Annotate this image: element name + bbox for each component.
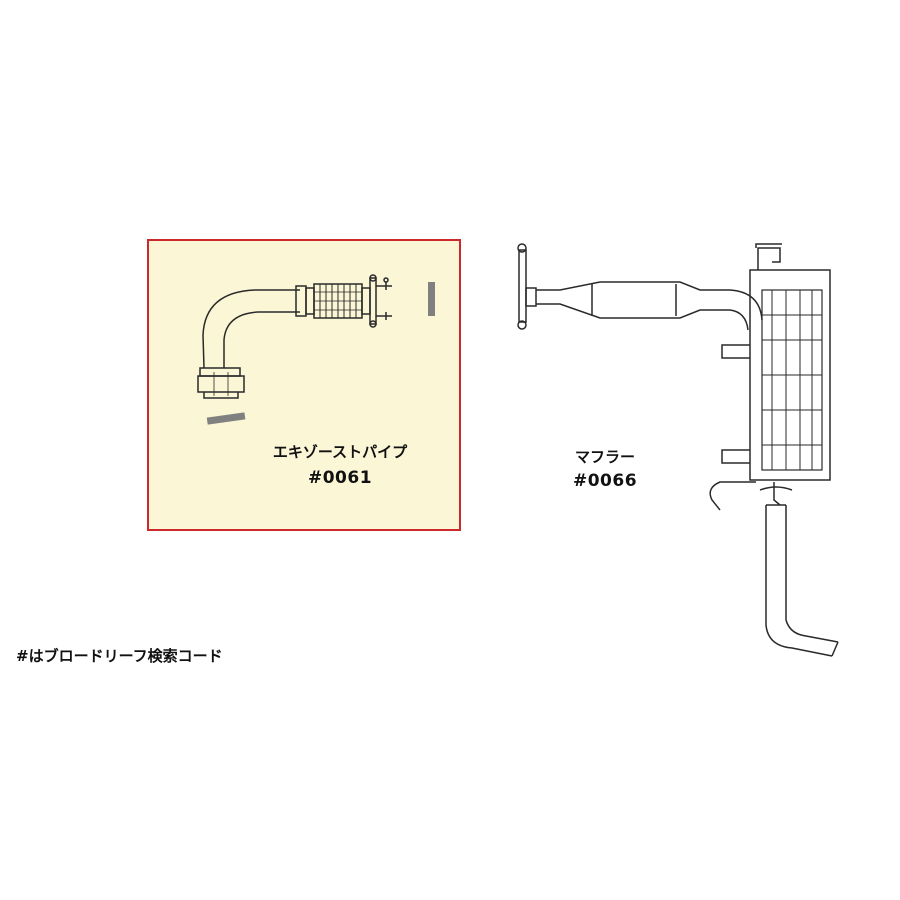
position-marker xyxy=(428,282,435,316)
selected-part-highlight xyxy=(147,239,461,531)
exhaust-pipe-code: #0061 xyxy=(307,468,373,488)
muffler-code: #0066 xyxy=(572,471,638,491)
position-marker xyxy=(206,412,246,425)
exhaust-pipe-drawing[interactable] xyxy=(197,274,392,399)
muffler-drawing[interactable] xyxy=(517,243,839,657)
muffler-name: マフラー xyxy=(574,448,635,466)
exhaust-pipe-name: エキゾーストパイプ xyxy=(272,443,408,461)
search-code-footnote: #はブロードリーフ検索コード xyxy=(16,647,223,665)
